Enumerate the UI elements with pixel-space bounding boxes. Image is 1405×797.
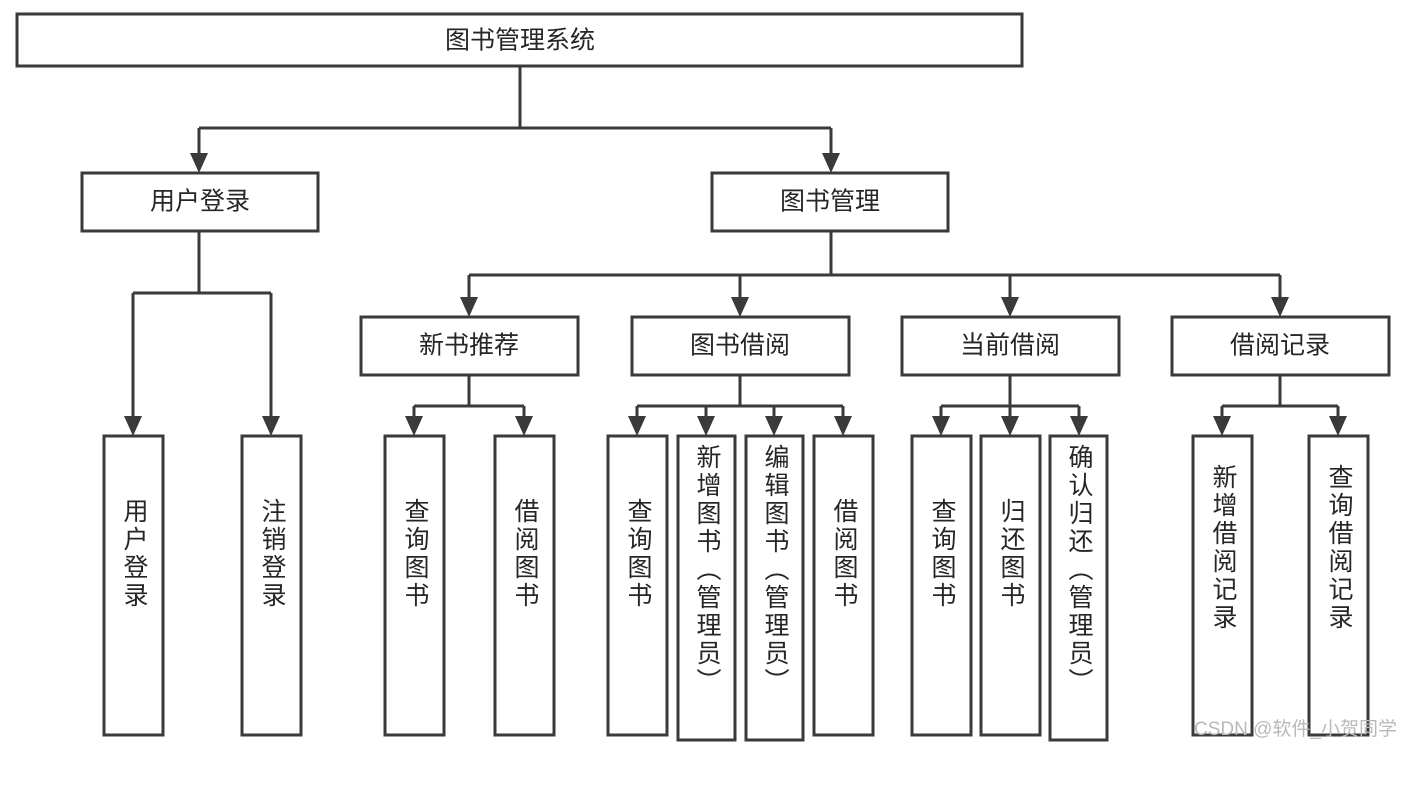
arrow-root-to-book-manage [822, 153, 840, 173]
node-leaf-query-record-box[interactable] [1307, 434, 1370, 737]
node-book-borrow-label: 图书借阅 [690, 332, 790, 360]
arrow-to-leaf-user-login [124, 416, 142, 436]
node-book-borrow-box[interactable] [630, 315, 851, 377]
arrow-to-leaf-edit-book [765, 416, 783, 436]
node-leaf-logout-login-box[interactable] [240, 434, 303, 737]
arrow-to-leaf-borrow-book-1 [515, 416, 533, 436]
arrow-to-leaf-query-book-2 [628, 416, 646, 436]
node-leaf-user-login-box[interactable] [102, 434, 165, 737]
arrow-to-leaf-add-book [697, 416, 715, 436]
node-layer: 图书管理系统 用户登录 图书管理 新书推荐 图书借阅 当前 [15, 12, 1391, 742]
node-book-manage-label: 图书管理 [780, 188, 880, 216]
node-leaf-add-record-box[interactable] [1191, 434, 1254, 737]
arrow-to-leaf-query-book-3 [932, 416, 950, 436]
node-borrow-record-box[interactable] [1170, 315, 1391, 377]
edge-layer [124, 66, 1347, 436]
arrow-to-leaf-query-record [1329, 416, 1347, 436]
node-borrow-record[interactable]: 借阅记录 [1170, 315, 1391, 377]
node-user-login-box[interactable] [80, 171, 320, 233]
node-user-login-label: 用户登录 [150, 188, 250, 216]
node-leaf-add-book-box[interactable] [676, 434, 737, 742]
node-new-book-recommend[interactable]: 新书推荐 [359, 315, 580, 377]
node-user-login[interactable]: 用户登录 [80, 171, 320, 233]
arrow-to-leaf-confirm-return [1070, 416, 1088, 436]
arrow-root-to-user-login [190, 153, 208, 173]
node-leaf-query-book-3-box[interactable] [910, 434, 973, 737]
node-current-borrow-label: 当前借阅 [960, 332, 1060, 360]
node-root-box[interactable] [15, 12, 1024, 68]
arrow-to-book-borrow [731, 297, 749, 317]
node-leaf-borrow-book-2-box[interactable] [812, 434, 875, 737]
node-root[interactable]: 图书管理系统 [15, 12, 1024, 68]
node-book-manage-box[interactable] [710, 171, 950, 233]
node-leaf-query-book-1-box[interactable] [383, 434, 446, 737]
node-new-book-recommend-label: 新书推荐 [419, 332, 519, 360]
node-leaf-confirm-return-box[interactable] [1048, 434, 1109, 742]
node-borrow-record-label: 借阅记录 [1230, 332, 1330, 360]
node-leaf-borrow-book-1-box[interactable] [493, 434, 556, 737]
node-current-borrow-box[interactable] [900, 315, 1121, 377]
node-leaf-edit-book-box[interactable] [744, 434, 805, 742]
arrow-to-leaf-return-book [1001, 416, 1019, 436]
node-root-label: 图书管理系统 [445, 27, 595, 55]
arrow-to-current-borrow [1001, 297, 1019, 317]
arrow-to-leaf-borrow-book-2 [834, 416, 852, 436]
node-current-borrow[interactable]: 当前借阅 [900, 315, 1121, 377]
arrow-to-borrow-record [1271, 297, 1289, 317]
node-new-book-recommend-box[interactable] [359, 315, 580, 377]
arrow-to-new-book-recommend [460, 297, 478, 317]
arrow-to-leaf-logout-login [262, 416, 280, 436]
node-book-borrow[interactable]: 图书借阅 [630, 315, 851, 377]
node-leaf-return-book-box[interactable] [979, 434, 1042, 737]
diagram-canvas: 图书管理系统 用户登录 图书管理 新书推荐 图书借阅 当前 [15, 12, 1397, 742]
hierarchy-diagram-svg: 图书管理系统 用户登录 图书管理 新书推荐 图书借阅 当前 [15, 12, 1391, 742]
arrow-to-leaf-add-record [1213, 416, 1231, 436]
node-book-manage[interactable]: 图书管理 [710, 171, 950, 233]
arrow-to-leaf-query-book-1 [405, 416, 423, 436]
node-leaf-query-book-2-box[interactable] [606, 434, 669, 737]
